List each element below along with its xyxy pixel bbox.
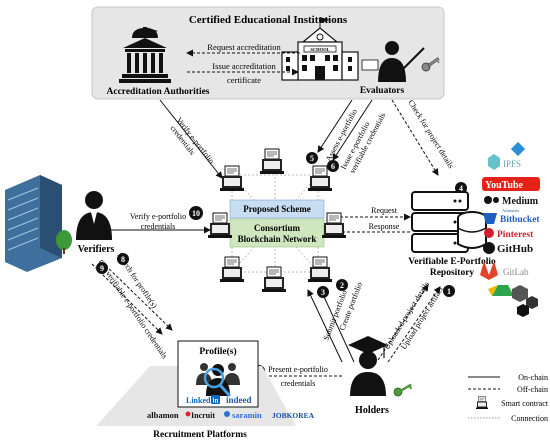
cube-icon [512,285,528,302]
indeed-text: indeed [226,395,252,405]
holders-label: Holders [355,405,389,416]
check-project-label: Check for project details [406,98,455,170]
verifier-building-icon [5,175,72,272]
step-3: 3 [321,288,325,297]
present-label-1: Present e-portfolio [268,365,328,374]
jobkorea-text: JOBKOREA [272,411,315,420]
recruitment-label: Recruitment Platforms [153,430,247,440]
step-5: 5 [310,154,314,163]
legend-off-chain: Off-chain [517,385,548,394]
step-2: 2 [340,281,344,290]
step-1: 1 [447,287,451,296]
evaluators-label: Evaluators [360,86,405,96]
verifiers-label: Verifiers [78,244,115,255]
step-4: 4 [459,184,463,193]
gitlab-icon [480,261,498,280]
repository-database-icon [411,191,487,253]
step-9: 9 [100,264,104,273]
atlassian-text: Atlassian [502,208,519,213]
linkedin-in: in [213,397,219,405]
step-10: 10 [192,209,200,218]
holder-person-icon [348,336,388,396]
youtube-icon [482,177,540,191]
proposed-scheme-label: Proposed Scheme [243,204,311,214]
profiles-label: Profile(s) [199,346,236,357]
repository-label-1: Verifiable E-Portfolio [408,257,496,267]
step-6: 6 [331,162,335,171]
connection-lines [91,99,441,380]
github-icon [483,242,495,254]
incruit-text: Incruit [191,411,215,420]
verifier-person-icon [76,191,112,240]
legend-on-chain: On-chain [518,373,548,382]
blockchain-network: Proposed Scheme Consortium Blockchain Ne… [208,148,346,293]
issue-accreditation-label-1: Issue accreditation [212,61,276,71]
bitbucket-icon [483,213,497,224]
smart-contract-node-1 [260,148,284,175]
step-markers: 1 2 3 4 5 6 7 8 9 10 [96,152,467,377]
smart-contract-node-4 [208,212,232,239]
holder-key-icon [393,383,413,397]
smart-contract-node-7 [308,256,332,283]
saramin-text: saramin [232,410,262,420]
present-label-2: credentials [281,379,316,388]
gitlab-text: GitLab [503,267,529,277]
network-label-2: Blockchain Network [238,234,317,244]
school-building-icon: SCHOOL [281,17,359,81]
repository-label-2: Repository [430,268,475,278]
recruitment-platforms-panel: Profile(s) Linked in indeed albamon Incr… [96,340,315,426]
request-label: Request [371,206,398,215]
accreditation-label: Accreditation Authorities [107,87,210,97]
pinterest-text: Pinterest [497,230,534,240]
response-label: Response [369,222,400,231]
ipfs-icon [488,154,500,170]
smart-contract-node-8 [262,266,286,293]
legend-smart-contract: Smart contract [501,399,549,408]
albamon-text: albamon [147,410,179,420]
repository-logos: IPFS YouTube Medium Atlassian Bitbucket … [480,141,540,317]
medium-text: Medium [502,196,539,207]
dropbox-icon [510,141,526,157]
verifier-verify-label-1: Verify e-portfolio [130,212,186,221]
legend-connection: Connection [511,414,548,423]
panel-title: Certified Educational Institutions [189,14,348,26]
verifier-verify-label-2: credentials [141,222,176,231]
bitbucket-text: Bitbucket [500,215,540,225]
network-label-1: Consortium [254,223,301,233]
certified-institutions-panel: Certified Educational Institutions Accre… [91,6,445,100]
google-drive-icon [492,285,514,296]
issue-accreditation-label-2: certificate [227,75,261,85]
key-icon [421,57,440,72]
profiles-people-icon [196,363,240,398]
legend-smart-contract-icon [476,396,488,410]
magnifier-icon [203,367,225,389]
legend: On-chain Off-chain Smart contract Connec… [468,373,549,423]
pinterest-icon [484,228,494,238]
github-text: GitHub [497,243,533,255]
ipfs-text: IPFS [503,159,521,169]
request-accreditation-label: Request accreditation [207,42,281,52]
step-8: 8 [121,255,125,264]
smart-contract-node-6 [220,256,244,283]
school-sign: SCHOOL [310,47,329,52]
smart-contract-node-2 [220,165,244,192]
youtube-text: YouTube [485,180,524,191]
evaluator-person-icon [361,41,425,82]
accreditation-building-icon [119,27,171,83]
linkedin-text: Linked [186,396,211,405]
